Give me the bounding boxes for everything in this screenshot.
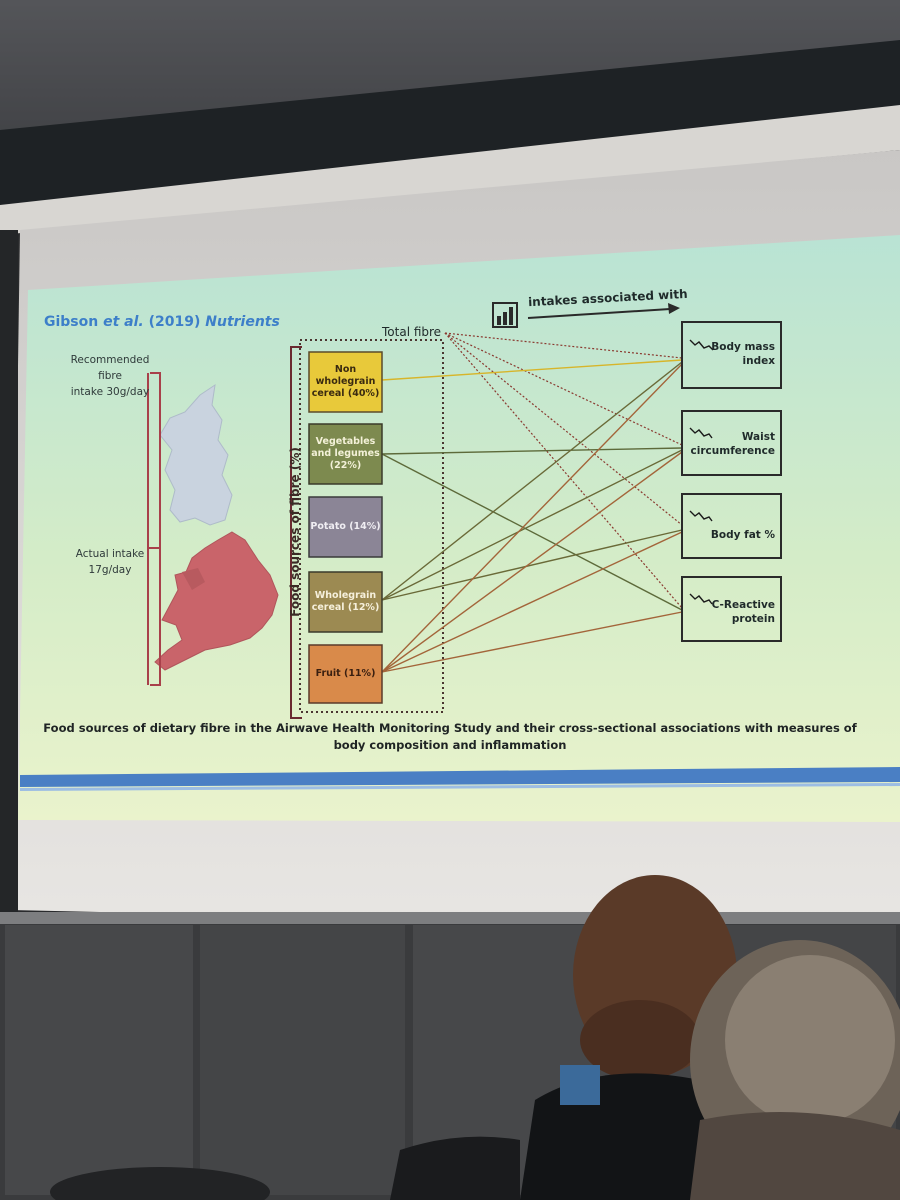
source-label-wholegrain: Wholegrain cereal (12%): [311, 590, 380, 613]
link-veg-crp: [381, 453, 683, 611]
link-fruit-waist: [381, 451, 683, 673]
slide-background: [18, 235, 900, 822]
outcome-label-bmi: Body mass index: [711, 341, 775, 367]
source-box-potato: [308, 496, 383, 558]
outcome-label-bodyfat: Body fat %: [710, 529, 775, 541]
audience-silhouettes: [50, 875, 900, 1200]
screen-housing: [0, 105, 900, 235]
sources-bracket: [290, 346, 302, 719]
outcome-label-crp: C-Reactive protein: [711, 599, 775, 625]
link-wholegrain-bodyfat: [381, 529, 683, 601]
intake-bracket: [148, 372, 161, 686]
link-wholegrain-waist: [381, 449, 683, 601]
source-label-nonwholegrain: Non wholegrain cereal (40%): [311, 364, 380, 399]
link-fruit-bodyfat: [381, 531, 683, 673]
bar-chart-icon: [492, 302, 518, 328]
source-box-fruit: [308, 644, 383, 704]
outcome-box-bodyfat: [681, 493, 782, 559]
link-nonwholegrain-bmi: [381, 359, 683, 381]
arrow-right-icon: [527, 303, 680, 319]
link-wholegrain-bmi: [381, 361, 683, 601]
link-fruit-bmi: [381, 363, 683, 673]
link-veg-waist: [381, 447, 683, 455]
total-fibre-box: [299, 339, 444, 713]
outcome-box-bmi: [681, 321, 782, 389]
source-box-wholegrain: [308, 571, 383, 633]
citation: Gibson et al. (2019) Nutrients: [44, 314, 280, 330]
association-lines: [381, 332, 683, 673]
wall-band: [0, 40, 900, 210]
source-label-potato: Potato (14%): [310, 521, 381, 532]
citation-authors: Gibson: [44, 314, 99, 330]
citation-etal: et al.: [103, 314, 144, 330]
source-box-vegetables: [308, 423, 383, 485]
outcome-box-waist: [681, 410, 782, 476]
outcome-label-waist: Waist circumference: [690, 431, 775, 457]
trend-down-icon: [689, 339, 714, 605]
link-total-crp: [444, 332, 683, 609]
citation-journal: Nutrients: [205, 314, 280, 330]
blue-rule: [20, 767, 900, 787]
uk-map: [154, 383, 279, 671]
source-label-fruit: Fruit (11%): [315, 668, 376, 679]
recommended-label: Recommended fibre intake 30g/day: [70, 354, 150, 398]
link-total-bodyfat: [444, 332, 683, 526]
outcome-box-crp: [681, 576, 782, 642]
link-fruit-crp: [381, 611, 683, 673]
citation-year: (2019): [148, 314, 201, 330]
source-box-nonwholegrain: [308, 351, 383, 413]
source-label-vegetables: Vegetables and legumes (22%): [311, 436, 380, 471]
slide-caption: Food sources of dietary fibre in the Air…: [43, 721, 857, 752]
total-fibre-label: Total fibre: [382, 325, 442, 339]
sources-axis-label: Food sources of fibre (%): [288, 447, 302, 617]
actual-intake-label: Actual intake 17g/day: [75, 548, 145, 576]
scotland-shape: [159, 383, 233, 526]
